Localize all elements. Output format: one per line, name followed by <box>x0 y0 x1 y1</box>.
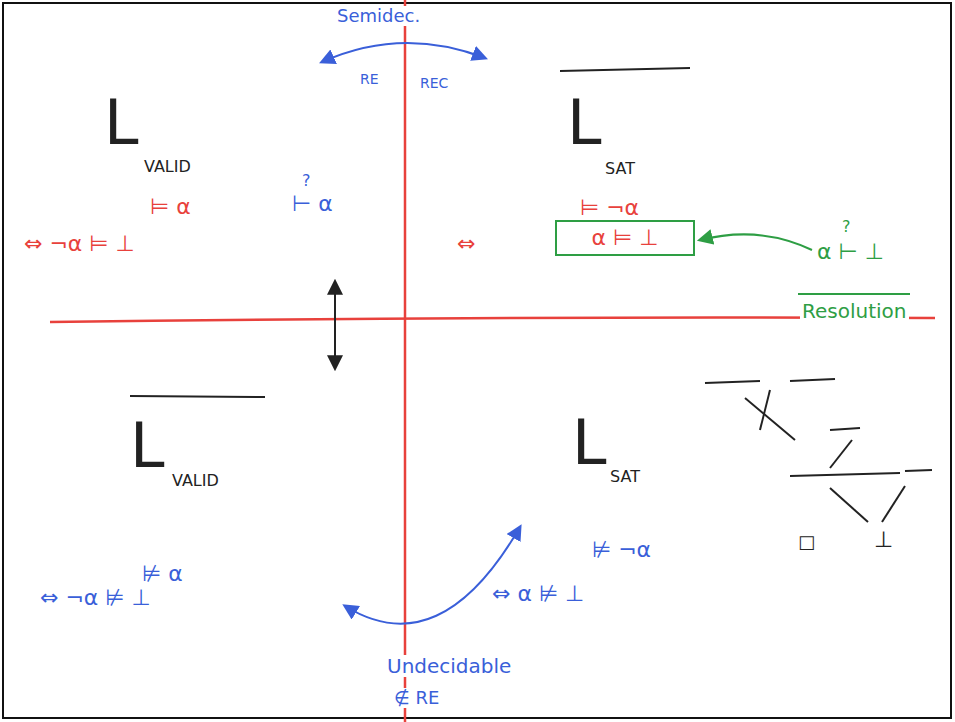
formula: ⊢ α <box>290 192 335 216</box>
note: ? <box>300 172 313 190</box>
subscript: VALID <box>170 472 221 490</box>
language-name: L <box>128 415 167 477</box>
highlight-box: α ⊨ ⊥ <box>555 220 695 256</box>
formula: ⇔ ¬α ⊨ ⊥ <box>22 232 137 256</box>
vertical-axis <box>404 0 407 722</box>
formula: α ⊨ ⊥ <box>567 225 683 251</box>
note: REC <box>418 76 450 91</box>
language-name: L <box>570 412 609 474</box>
formula: ⊨ α <box>148 195 193 219</box>
note: Resolution <box>800 300 909 322</box>
formula: ⊭ α <box>140 562 185 586</box>
overline <box>130 396 265 397</box>
frame <box>3 3 951 718</box>
symbol: □ <box>796 532 817 552</box>
language-name: L <box>102 92 141 154</box>
overline <box>560 68 690 71</box>
symbol: ⊥ <box>872 528 895 552</box>
language-name: L <box>565 92 604 154</box>
formula: ⇔ <box>455 232 477 256</box>
subscript: VALID <box>142 158 193 176</box>
formula: ⇔ ¬α ⊭ ⊥ <box>38 586 153 610</box>
resolution-tree <box>705 379 932 522</box>
note: Undecidable <box>385 655 513 677</box>
note: ∉ RE <box>392 688 441 708</box>
dual-arrow <box>345 527 520 624</box>
underline <box>798 293 910 295</box>
formula: ⊭ ¬α <box>590 538 653 562</box>
pointer-arrow <box>700 234 812 250</box>
formula: α ⊢ ⊥ <box>815 240 886 264</box>
note: Semidec. <box>335 6 422 26</box>
subscript: SAT <box>603 160 637 178</box>
subscript: SAT <box>608 468 642 486</box>
formula: ⊨ ¬α <box>578 196 641 220</box>
note: RE <box>358 72 381 87</box>
formula: ⇔ α ⊭ ⊥ <box>490 582 586 606</box>
dual-arrow <box>334 282 336 368</box>
note: ? <box>840 218 853 236</box>
dual-arrow <box>322 43 485 62</box>
